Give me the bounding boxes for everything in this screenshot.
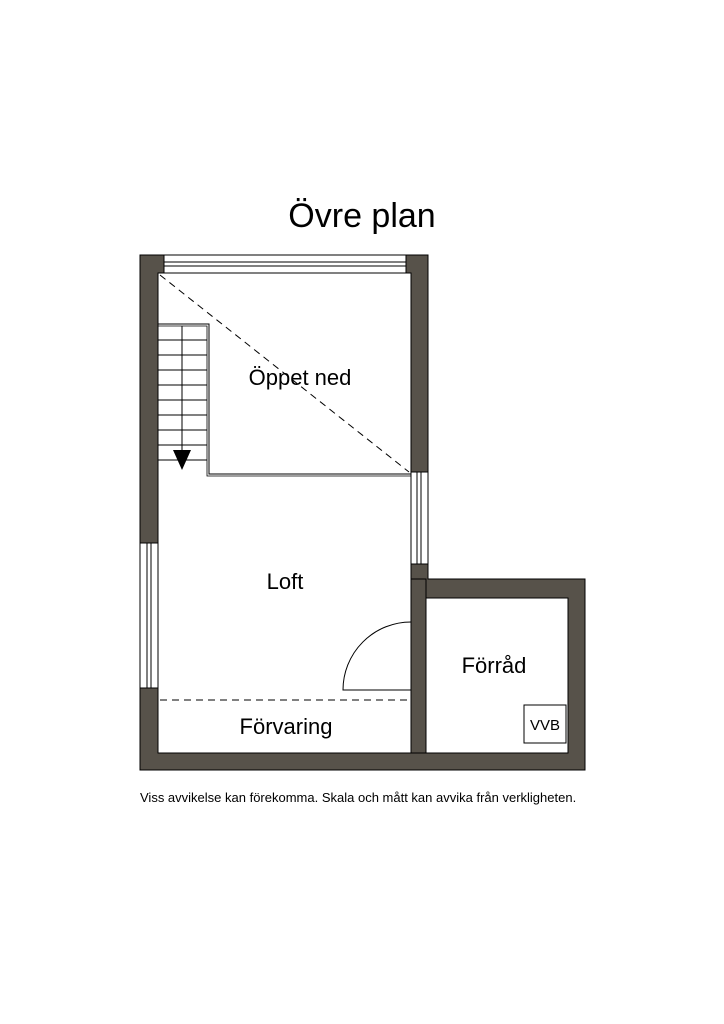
window-left [139, 542, 159, 689]
staircase [158, 323, 411, 477]
plan-title: Övre plan [288, 197, 436, 235]
interior-wall [410, 578, 427, 754]
door-swing [342, 621, 412, 691]
label-loft: Loft [267, 569, 304, 594]
label-storage-room: Förråd [462, 653, 527, 678]
open-below-diagonal [159, 274, 410, 473]
stair-down-arrow [173, 450, 191, 470]
disclaimer-text: Viss avvikelse kan förekomma. Skala och … [140, 790, 577, 805]
label-open-below: Öppet ned [249, 365, 352, 390]
window-top [163, 254, 407, 274]
label-water-heater: VVB [530, 717, 560, 734]
label-storage: Förvaring [240, 714, 333, 739]
window-right [410, 471, 429, 565]
water-heater-box [523, 704, 567, 744]
